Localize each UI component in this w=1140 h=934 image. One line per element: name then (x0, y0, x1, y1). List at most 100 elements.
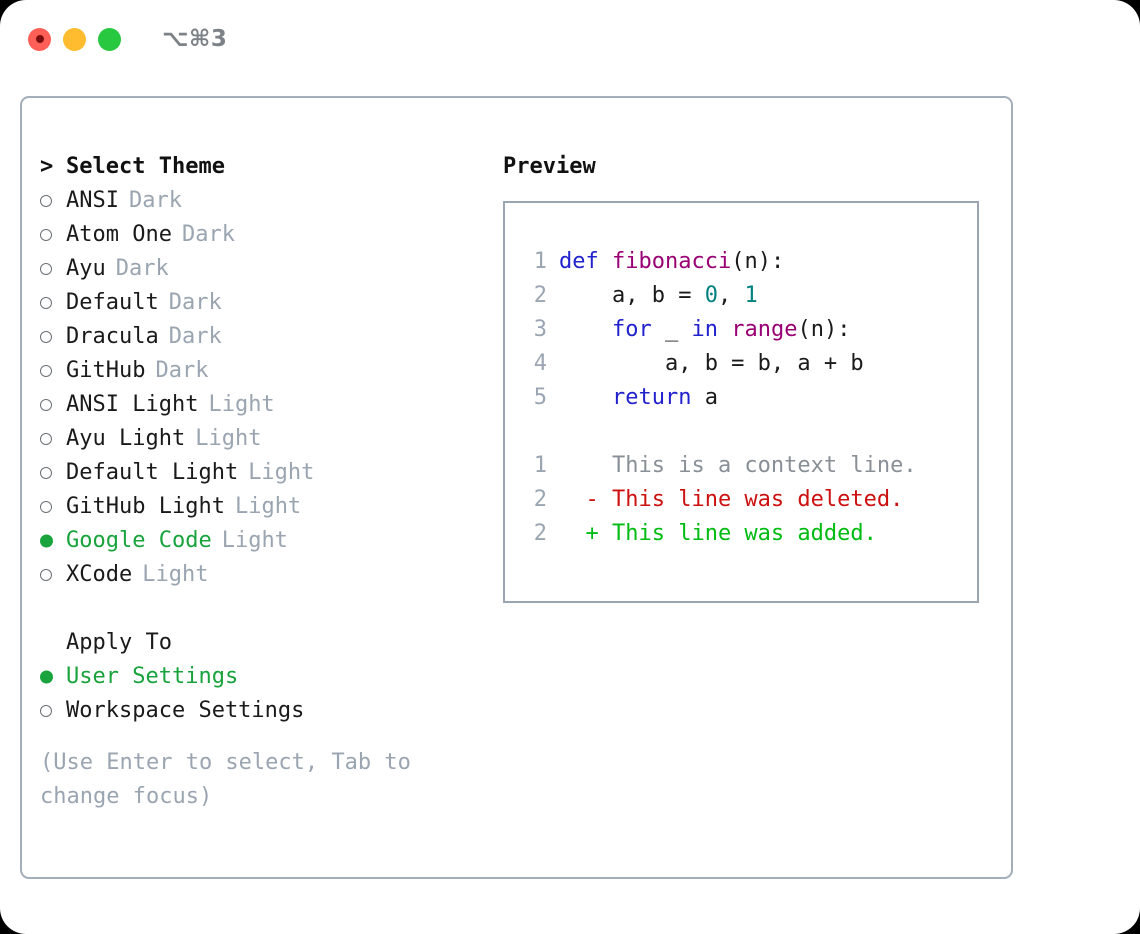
diff-line-content: + This line was added. (559, 517, 877, 551)
diff-line-text: This line was deleted. (611, 487, 904, 512)
theme-option-ansi[interactable]: ANSI Dark (40, 184, 480, 218)
apply-to-option-label: User Settings (66, 664, 239, 689)
code-line: 2 a, b = 0, 1 (521, 279, 969, 313)
theme-option-label: ANSI Light (66, 392, 199, 417)
theme-option-variant: Dark (155, 358, 209, 383)
code-token-plain: , (717, 283, 745, 308)
code-line: 4 a, b = b, a + b (521, 347, 969, 381)
code-token-plain: _ (651, 317, 692, 342)
pane-spacer (40, 592, 480, 626)
radio-mark-icon (40, 433, 52, 445)
code-token-kw: return (611, 385, 692, 410)
radio-mark-icon (40, 229, 52, 241)
close-button-icon[interactable] (28, 27, 51, 51)
apply-to-heading-label: Apply To (66, 630, 172, 655)
diff-line-number: 1 (533, 453, 547, 478)
window-title: ⌥⌘3 (162, 26, 228, 52)
code-line-content: def fibonacci(n): (559, 245, 784, 279)
code-token-plain (559, 385, 612, 410)
radio-mark-icon (40, 195, 52, 207)
radio-mark-icon (40, 467, 52, 479)
traffic-lights (28, 27, 121, 51)
code-line: 3 for _ in range(n): (521, 313, 969, 347)
theme-option-ansi-light[interactable]: ANSI Light Light (40, 388, 480, 422)
diff-line-deleted: 2 - This line was deleted. (521, 483, 969, 517)
diff-line-content: This is a context line. (559, 449, 917, 483)
theme-option-github[interactable]: GitHub Dark (40, 354, 480, 388)
close-dot-icon (35, 35, 44, 43)
apply-to-option-label: Workspace Settings (66, 698, 305, 723)
radio-mark-icon (40, 501, 52, 513)
code-token-fn: fibonacci (611, 249, 732, 274)
theme-option-label: Dracula (66, 324, 159, 349)
code-line-content: return a (559, 381, 718, 415)
code-line: 1 def fibonacci(n): (521, 245, 969, 279)
theme-option-github-light[interactable]: GitHub Light Light (40, 490, 480, 524)
code-token-kw: in (691, 317, 718, 342)
theme-option-variant: Dark (168, 324, 222, 349)
code-token-plain (718, 317, 731, 342)
code-line-number: 1 (533, 249, 547, 274)
theme-option-dracula[interactable]: Dracula Dark (40, 320, 480, 354)
theme-option-variant: Light (208, 392, 275, 417)
select-theme-heading: > Select Theme (40, 150, 480, 184)
radio-mark-icon (40, 297, 52, 309)
theme-option-variant: Light (142, 562, 209, 587)
diff-marker-icon (559, 453, 612, 478)
theme-option-variant: Light (234, 494, 302, 519)
diff-marker-icon: + (559, 521, 612, 546)
code-token-kw: def (559, 249, 612, 274)
theme-option-default[interactable]: Default Dark (40, 286, 480, 320)
code-token-plain: (n): (797, 317, 851, 342)
code-token-num: 0 (704, 283, 718, 308)
theme-option-label: Ayu (66, 256, 106, 281)
theme-option-variant: Light (221, 528, 288, 553)
diff-line-text: This is a context line. (611, 453, 917, 478)
code-diff-spacer (521, 415, 969, 449)
apply-to-heading: Apply To (40, 626, 480, 660)
radio-mark-icon (40, 705, 52, 717)
theme-option-variant: Light (195, 426, 262, 451)
theme-option-variant: Dark (168, 290, 222, 315)
code-token-plain: a, b = b, a + b (559, 351, 864, 376)
theme-option-label: GitHub Light (66, 494, 225, 519)
theme-option-label: ANSI (66, 188, 119, 213)
radio-mark-icon (40, 331, 52, 343)
diff-marker-icon: - (559, 487, 612, 512)
maximize-button-icon[interactable] (98, 27, 121, 51)
theme-option-label: Atom One (66, 222, 172, 247)
radio-mark-icon (40, 263, 52, 275)
minimize-button-icon[interactable] (63, 27, 86, 51)
diff-line-text: This line was added. (611, 521, 877, 546)
code-line-number: 5 (533, 385, 547, 410)
code-line-number: 2 (533, 283, 547, 308)
code-line-number: 4 (533, 351, 547, 376)
radio-mark-icon (40, 534, 53, 548)
theme-option-label: GitHub (66, 358, 146, 383)
theme-option-variant: Dark (181, 222, 235, 247)
theme-option-label: Default Light (66, 460, 239, 485)
code-line-content: a, b = b, a + b (559, 347, 864, 381)
theme-option-atom-one[interactable]: Atom One Dark (40, 218, 480, 252)
apply-to-option-workspace-settings[interactable]: Workspace Settings (40, 694, 480, 728)
title-bar: ⌥⌘3 (0, 0, 1140, 78)
apply-to-option-user-settings[interactable]: User Settings (40, 660, 480, 694)
preview-heading: Preview (503, 154, 596, 179)
theme-option-label: Default (66, 290, 159, 315)
diff-line-number: 2 (533, 521, 547, 546)
diff-line-content: - This line was deleted. (559, 483, 903, 517)
code-token-kw: for (611, 317, 652, 342)
theme-option-variant: Dark (128, 188, 182, 213)
